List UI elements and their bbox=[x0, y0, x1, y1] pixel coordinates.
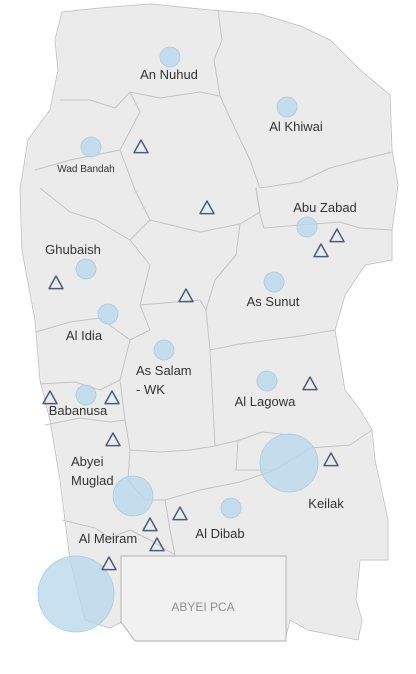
triangle-marker[interactable] bbox=[199, 200, 215, 215]
locality-label-keilak: Keilak bbox=[308, 496, 344, 511]
state-border bbox=[19, 3, 399, 641]
triangle-marker[interactable] bbox=[101, 556, 117, 571]
locality-borders bbox=[34, 9, 393, 556]
locality-label-an-nuhud: An Nuhud bbox=[140, 67, 198, 82]
locality-label-al-meiram: Al Meiram bbox=[79, 531, 138, 546]
triangle-marker[interactable] bbox=[149, 537, 165, 552]
triangle-marker[interactable] bbox=[48, 275, 64, 290]
locality-label-wad-bandah: Wad Bandah bbox=[57, 164, 114, 175]
circle-marker[interactable] bbox=[220, 497, 242, 519]
triangle-marker[interactable] bbox=[313, 243, 329, 258]
circle-marker[interactable] bbox=[159, 46, 181, 68]
triangle-marker[interactable] bbox=[133, 139, 149, 154]
triangle-marker[interactable] bbox=[323, 452, 339, 467]
triangle-marker[interactable] bbox=[42, 390, 58, 405]
triangle-marker[interactable] bbox=[302, 376, 318, 391]
locality-labels: An Nuhud Al Khiwai Wad Bandah Abu Zabad … bbox=[45, 67, 357, 546]
locality-label-al-khiwai: Al Khiwai bbox=[269, 119, 323, 134]
locality-label-al-idia: Al Idia bbox=[66, 328, 103, 343]
circle-marker[interactable] bbox=[37, 555, 115, 633]
locality-label-al-lagowa: Al Lagowa bbox=[235, 394, 296, 409]
state-area bbox=[19, 3, 399, 641]
circle-marker[interactable] bbox=[259, 433, 319, 493]
locality-label-abu-zabad: Abu Zabad bbox=[293, 200, 357, 215]
triangle-marker[interactable] bbox=[104, 390, 120, 405]
abyei-pca-label: ABYEI PCA bbox=[171, 600, 234, 614]
circle-marker[interactable] bbox=[263, 271, 285, 293]
locality-label-ghubaish: Ghubaish bbox=[45, 242, 101, 257]
triangle-marker[interactable] bbox=[142, 517, 158, 532]
circle-marker[interactable] bbox=[276, 96, 298, 118]
circle-marker[interactable] bbox=[112, 475, 154, 517]
locality-label-as-salam: As Salam bbox=[136, 363, 192, 378]
circle-markers bbox=[37, 46, 319, 633]
locality-label-al-dibab: Al Dibab bbox=[195, 526, 244, 541]
circle-marker[interactable] bbox=[80, 136, 102, 158]
triangle-marker[interactable] bbox=[329, 228, 345, 243]
locality-label-babanusa: Babanusa bbox=[49, 403, 108, 418]
circle-marker[interactable] bbox=[97, 303, 119, 325]
triangle-marker[interactable] bbox=[105, 432, 121, 447]
locality-label-as-sunut: As Sunut bbox=[247, 294, 300, 309]
circle-marker[interactable] bbox=[75, 384, 97, 406]
circle-marker[interactable] bbox=[256, 370, 278, 392]
locality-label-muglad: Muglad bbox=[71, 473, 114, 488]
locality-label-wk: - WK bbox=[136, 382, 165, 397]
circle-marker[interactable] bbox=[75, 258, 97, 280]
triangle-markers bbox=[42, 139, 345, 571]
triangle-marker[interactable] bbox=[172, 506, 188, 521]
abyei-pca-area[interactable] bbox=[120, 555, 287, 642]
circle-marker[interactable] bbox=[153, 339, 175, 361]
locality-label-abyei: Abyei bbox=[71, 454, 104, 469]
triangle-marker[interactable] bbox=[178, 288, 194, 303]
circle-marker[interactable] bbox=[296, 216, 318, 238]
